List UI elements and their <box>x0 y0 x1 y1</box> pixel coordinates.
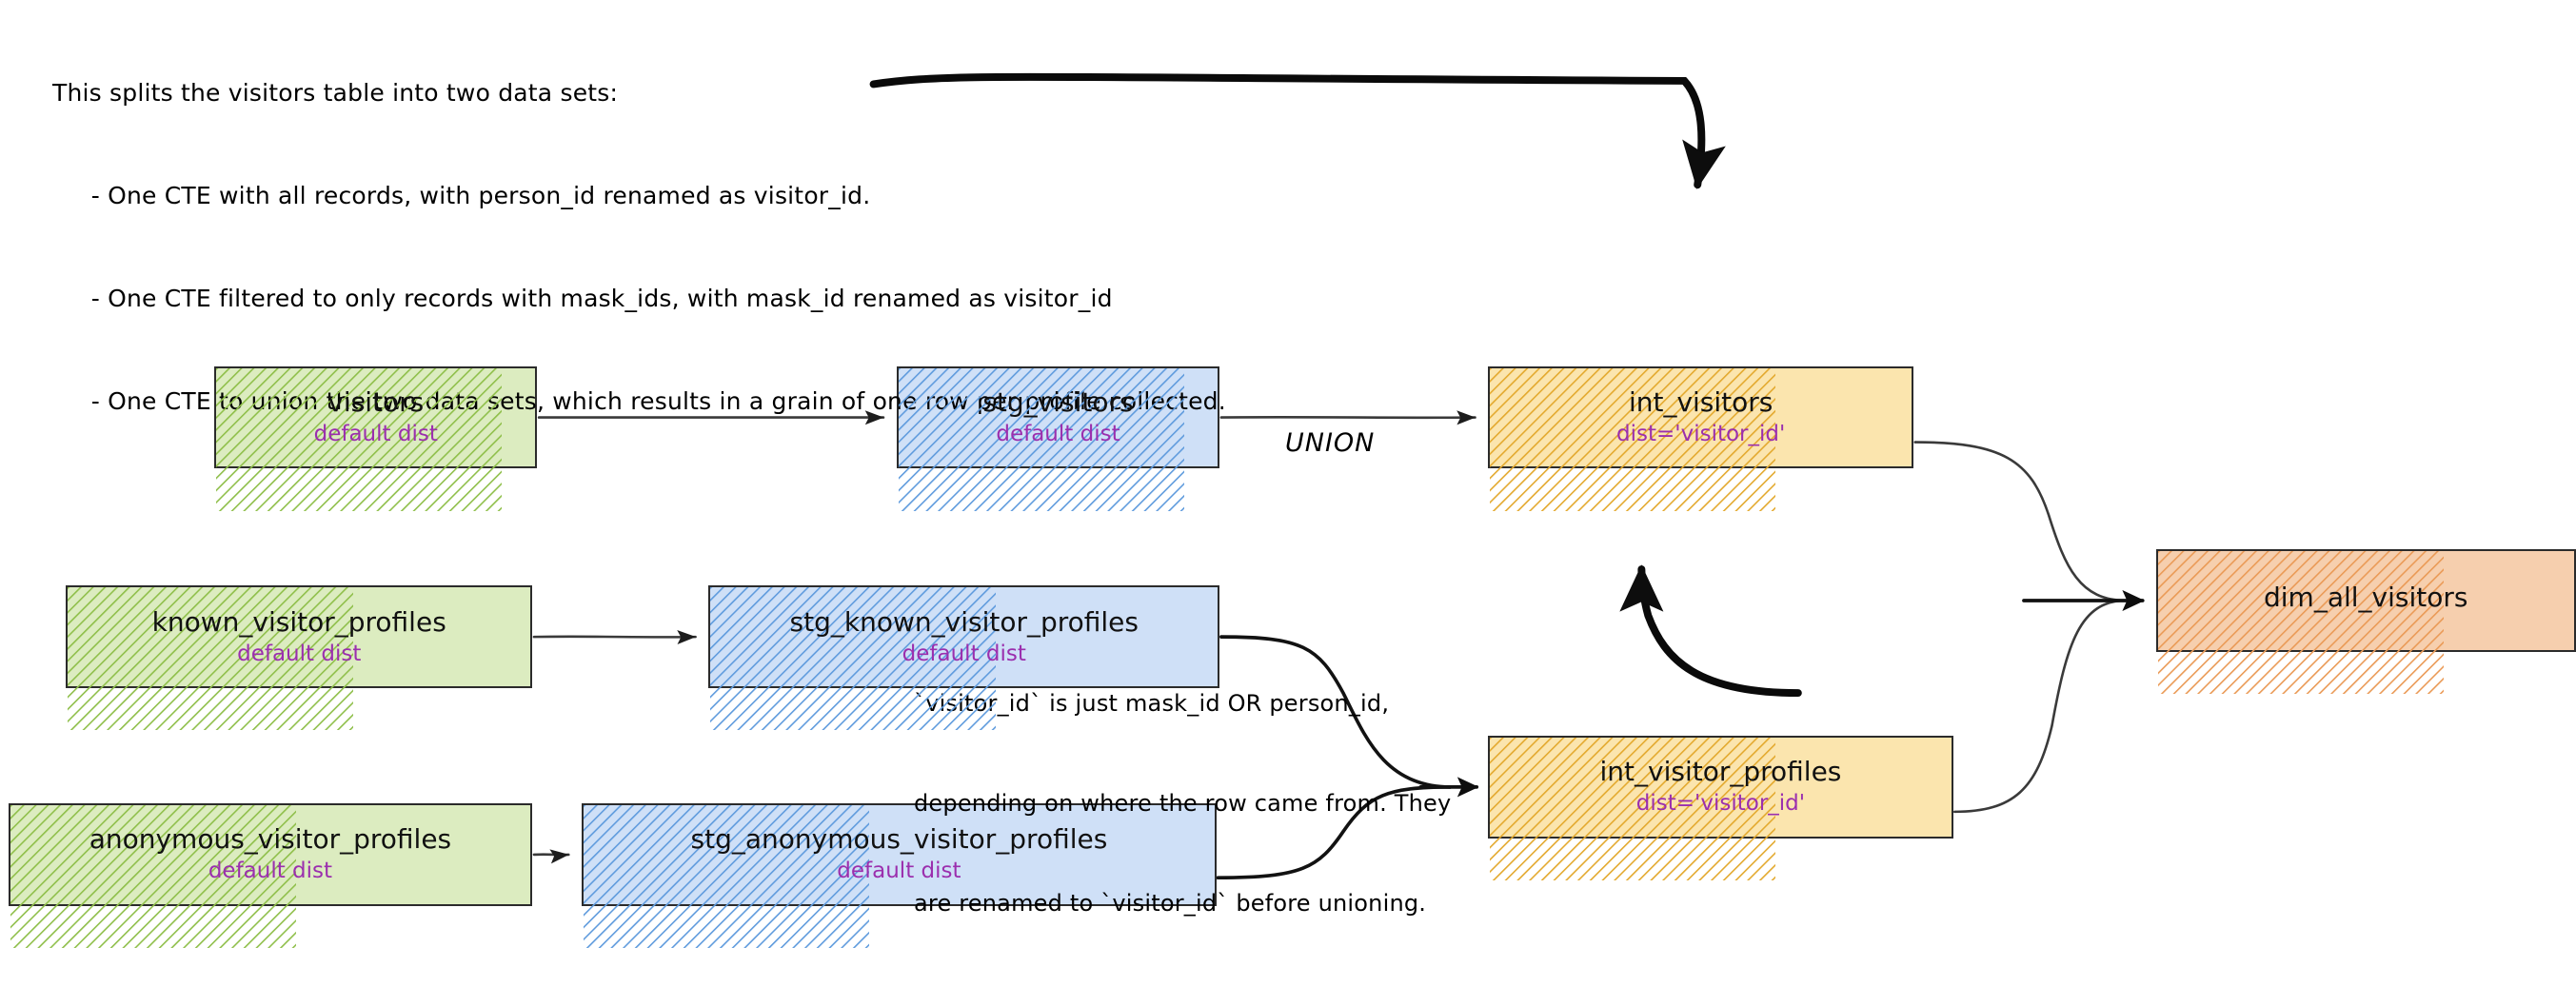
node-dim-all-visitors[interactable]: dim_all_visitors <box>2155 549 2576 695</box>
node-title: stg_anonymous_visitor_profiles <box>690 823 1108 856</box>
node-subtitle: default dist <box>237 641 362 666</box>
node-subtitle: default dist <box>837 859 961 884</box>
node-anonymous-visitor-profiles[interactable]: anonymous_visitor_profiles default dist <box>8 803 533 949</box>
note-line: depending on where the row came from. Th… <box>914 790 1452 817</box>
union-label: UNION <box>1285 428 1376 458</box>
node-title: known_visitor_profiles <box>151 605 446 638</box>
edge-visitors-to-stg-visitors <box>537 410 885 425</box>
node-int-visitor-profiles[interactable]: int_visitor_profiles dist='visitor_id' <box>1488 736 1953 881</box>
node-title: dim_all_visitors <box>2264 582 2468 614</box>
note-line: - One CTE filtered to only records with … <box>52 285 1113 312</box>
node-int-visitors[interactable]: int_visitors dist='visitor_id' <box>1488 365 1913 511</box>
edge-int-visitor-profiles-to-dim <box>1953 599 2128 814</box>
note-line: - One CTE with all records, with person_… <box>52 182 871 209</box>
node-known-visitor-profiles[interactable]: known_visitor_profiles default dist <box>66 585 533 731</box>
node-title: int_visitor_profiles <box>1599 756 1842 788</box>
node-subtitle: dist='visitor_id' <box>1635 791 1806 817</box>
callout-top-note-arrow <box>869 72 1726 189</box>
diagram-canvas: visitors default dist known_visitor_prof… <box>8 72 2576 949</box>
bottom-annotation-note: `visitor_id` is just mask_id OR person_i… <box>914 621 1451 987</box>
note-line: This splits the visitors table into two … <box>52 79 619 107</box>
node-subtitle: default dist <box>313 422 438 447</box>
note-line: `visitor_id` is just mask_id OR person_i… <box>914 690 1390 717</box>
edge-known-to-stg-known <box>532 629 697 645</box>
node-title: visitors <box>327 386 425 419</box>
edge-stg-visitors-to-int-visitors <box>1219 410 1476 425</box>
node-title: stg_known_visitor_profiles <box>789 605 1139 638</box>
node-title: anonymous_visitor_profiles <box>89 823 452 856</box>
node-title: stg_visitors <box>982 386 1134 419</box>
node-subtitle: default dist <box>996 422 1120 447</box>
node-subtitle: dist='visitor_id' <box>1616 422 1786 447</box>
node-title: int_visitors <box>1628 386 1773 419</box>
edge-int-visitors-to-dim <box>1913 441 2128 602</box>
node-subtitle: default dist <box>902 641 1026 666</box>
note-line: are renamed to `visitor_id` before union… <box>914 890 1427 917</box>
node-subtitle: default dist <box>208 859 333 884</box>
callout-bottom-note-arrow <box>1619 564 1802 698</box>
edge-anonymous-to-stg-anonymous <box>532 849 570 864</box>
